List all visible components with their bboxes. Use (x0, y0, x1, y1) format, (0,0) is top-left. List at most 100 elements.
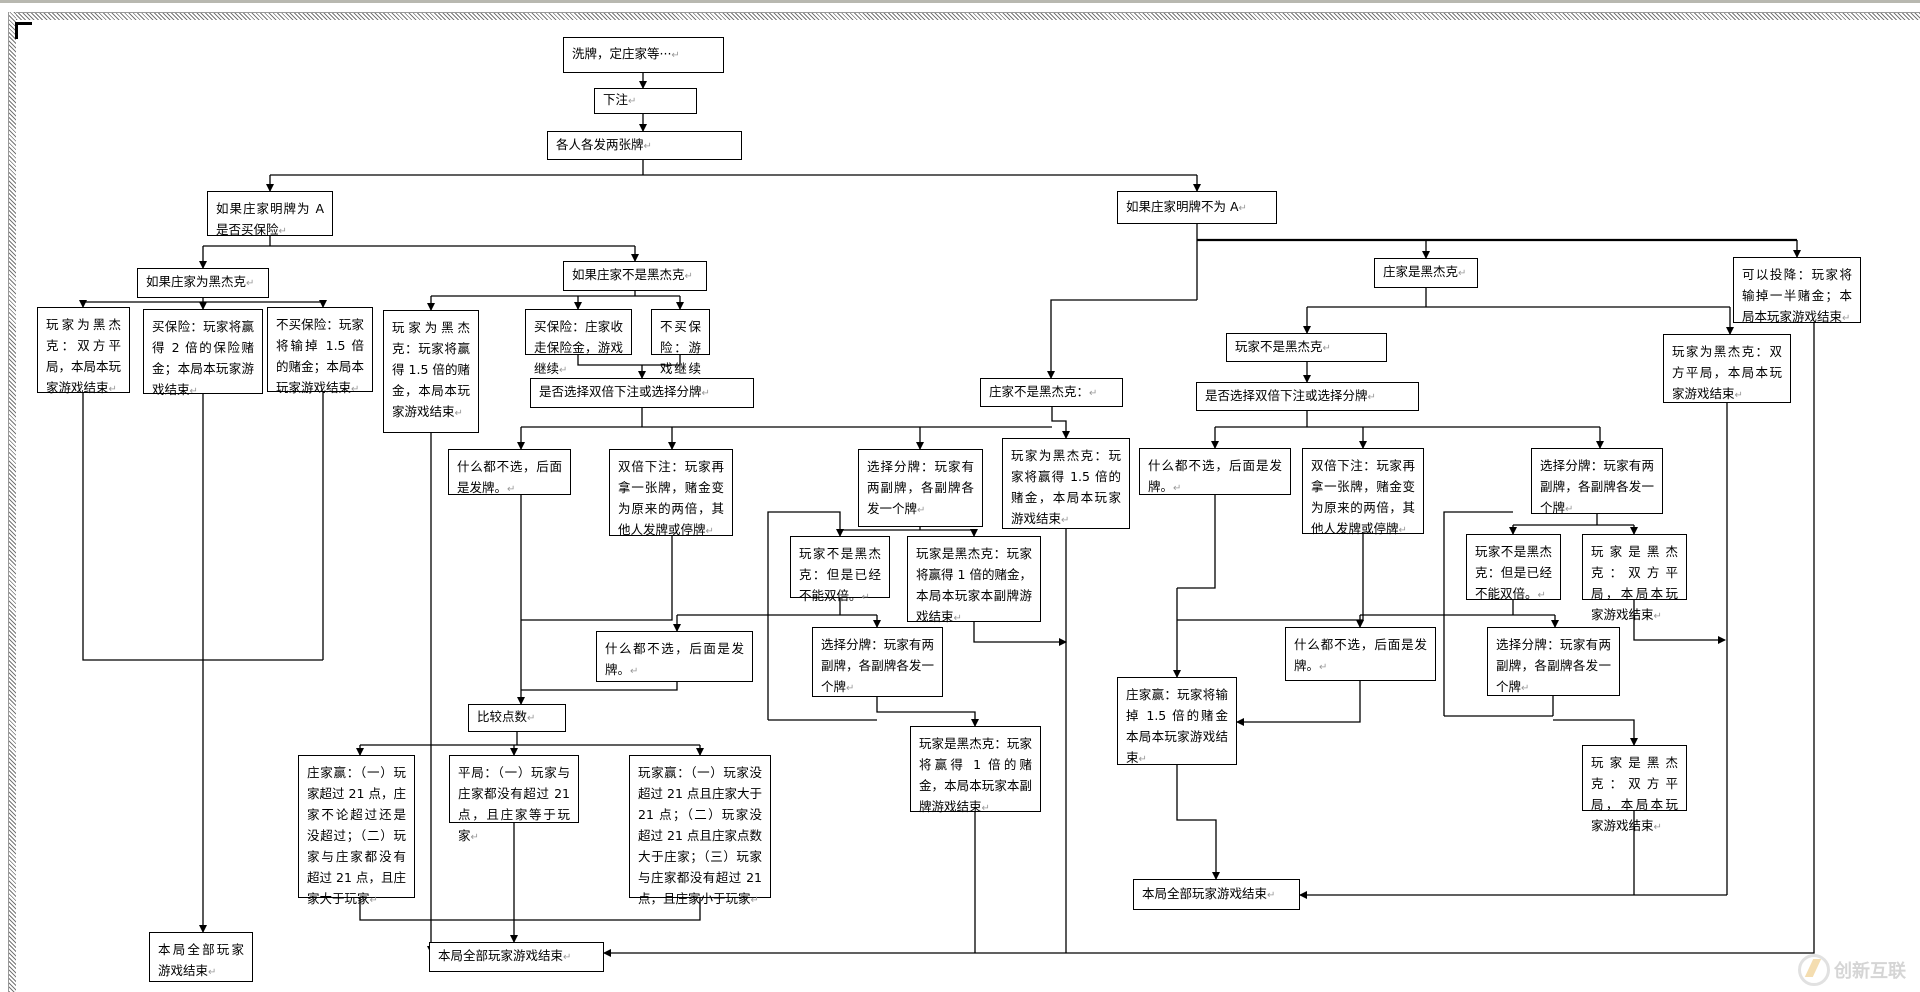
flow-node-text: 选择分牌：玩家有两副牌，各副牌各发一个牌 (821, 637, 934, 694)
flow-node-text: 不买保险：玩家将输掉 1.5 倍的赌金；本局本玩家游戏结束 (276, 317, 364, 395)
flow-node-surrender: 可以投降：玩家将输掉一半赌金；本局本玩家游戏结束 (1733, 257, 1861, 324)
flow-node-text: 选择分牌：玩家有两副牌，各副牌各发一个牌 (867, 459, 974, 516)
flow-node-dealer-bj: 如果庄家为黑杰克 (137, 268, 269, 298)
flow-node-no-insure-continue: 不买保险：游戏继续 (651, 309, 710, 397)
flow-node-text: 玩家不是黑杰克：但是已经不能双倍。 (1475, 544, 1552, 601)
connector-line (521, 682, 678, 691)
flow-node-text: 选择分牌：玩家有两副牌，各副牌各发一个牌 (1496, 637, 1611, 694)
flow-node-end-right: 本局全部玩家游戏结束 (1133, 879, 1300, 910)
connector-line (521, 536, 673, 621)
flow-node-bj-push-r2: 玩家是黑杰克：双方平局，本局本玩家游戏结束 (1582, 745, 1687, 833)
flow-node-split-r2: 选择分牌：玩家有两副牌，各副牌各发一个牌 (1487, 627, 1620, 696)
connector-arrow (973, 622, 1067, 646)
connector-arrow (876, 697, 979, 727)
flow-node-dealer-wins-r: 庄家赢：玩家将输掉 1.5 倍的赌金本局本玩家游戏结束 (1117, 677, 1237, 765)
flow-node-dealer-not-ace: 如果庄家明牌不为 A (1117, 191, 1277, 224)
flow-node-split-l2: 选择分牌：玩家有两副牌，各副牌各发一个牌 (812, 627, 943, 697)
flow-node-player-bj-win-a: 玩家为黑杰克：玩家将赢得 1.5 倍的赌金，本局本玩家游戏结束 (383, 310, 479, 433)
flow-node-no-insure-lose: 不买保险：玩家将输掉 1.5 倍的赌金；本局本玩家游戏结束 (267, 307, 373, 395)
connector-line (1443, 511, 1513, 716)
flow-node-bj-push-r1: 玩家是黑杰克：双方平局，本局本玩家游戏结束 (1582, 534, 1687, 622)
flow-node-dealer-not-bj-mid: 庄家不是黑杰克： (980, 378, 1123, 407)
flow-node-text: 是否选择双倍下注或选择分牌 (539, 384, 710, 402)
flow-node-bj-win1-l2: 玩家是黑杰克：玩家将赢得 1 倍的赌金，本局本玩家本副牌游戏结束 (910, 726, 1041, 814)
flow-node-text: 是否选择双倍下注或选择分牌 (1205, 388, 1376, 406)
logo-text: 创新互联 (1834, 961, 1906, 982)
watermark-logo: 创新互联 (1798, 954, 1906, 986)
flow-node-text: 买保险：玩家将赢得 2 倍的保险赌金；本局本玩家游戏结束 (152, 319, 254, 397)
connector-arrow (1051, 407, 1070, 439)
flow-node-text: 如果庄家明牌不为 A (1126, 199, 1247, 217)
flow-node-nothing-r2: 什么都不选，后面是发牌。 (1285, 627, 1436, 681)
flow-node-split-r1: 选择分牌：玩家有两副牌，各副牌各发一个牌 (1531, 448, 1663, 515)
connector-arrow (1047, 299, 1197, 379)
connector-line (577, 355, 681, 366)
flow-node-text: 玩家是黑杰克：玩家将赢得 1 倍的赌金，本局本玩家本副牌游戏结束 (916, 546, 1032, 624)
connector-arrow (767, 511, 844, 720)
flow-node-text: 庄家不是黑杰克： (989, 384, 1097, 402)
flow-node-text: 玩家为黑杰克：玩家将赢得 1.5 倍的赌金，本局本玩家游戏结束 (392, 320, 470, 419)
flow-node-shuffle: 洗牌，定庄家等··· (563, 37, 724, 73)
flow-node-text: 本局全部玩家游戏结束 (158, 942, 244, 978)
flow-node-dealer-is-bj: 庄家是黑杰克 (1374, 258, 1478, 288)
flow-node-nothing-r1: 什么都不选，后面是发牌。 (1139, 448, 1291, 495)
flow-node-text: 玩家是黑杰克：玩家将赢得 1 倍的赌金，本局本玩家本副牌游戏结束 (919, 736, 1032, 814)
flow-node-choose-right: 是否选择双倍下注或选择分牌 (1196, 382, 1419, 411)
connector-line (82, 393, 323, 661)
flow-node-push: 平局：（一）玩家与庄家都没有超过 21 点，且庄家等于玩家 (449, 755, 579, 843)
connector-line (1177, 534, 1364, 621)
flow-node-text: 什么都不选，后面是发牌。 (605, 641, 744, 677)
flow-node-deal-two: 各人各发两张牌 (547, 131, 742, 160)
flow-node-text: 如果庄家为黑杰克 (146, 274, 254, 292)
flow-node-end-left: 本局全部玩家游戏结束 (149, 932, 253, 982)
flow-node-double-l: 双倍下注：玩家再拿一张牌，赌金变为原来的两倍，其他人发牌或停牌 (609, 449, 733, 537)
flow-node-player-not-bj-r: 玩家不是黑杰克 (1226, 333, 1387, 362)
flow-node-text: 什么都不选，后面是发牌。 (1148, 458, 1282, 494)
flow-node-text: 庄家赢：玩家将输掉 1.5 倍的赌金本局本玩家游戏结束 (1126, 687, 1228, 765)
flow-node-text: 下注 (603, 92, 636, 110)
window-top-edge (0, 0, 1920, 3)
flow-node-text: 玩家不是黑杰克 (1235, 339, 1331, 357)
connector-arrow (1176, 765, 1220, 880)
flow-node-text: 本局全部玩家游戏结束 (438, 948, 571, 966)
connector-line (1177, 495, 1216, 589)
flow-node-text: 选择分牌：玩家有两副牌，各副牌各发一个牌 (1540, 458, 1654, 515)
connector-arrow (1236, 681, 1361, 726)
flow-node-not-bj-nodouble-l: 玩家不是黑杰克：但是已经不能双倍。 (790, 536, 890, 603)
flow-node-split-l1: 选择分牌：玩家有两副牌，各副牌各发一个牌 (858, 449, 983, 527)
page-corner-mark (15, 22, 32, 39)
flow-node-text: 玩家不是黑杰克：但是已经不能双倍。 (799, 546, 881, 603)
flow-node-bj-win1-l1: 玩家是黑杰克：玩家将赢得 1 倍的赌金，本局本玩家本副牌游戏结束 (907, 536, 1041, 624)
flow-node-player-bj-push-r: 玩家为黑杰克：双方平局，本局本玩家游戏结束 (1663, 334, 1791, 403)
flow-node-text: 玩家赢：（一）玩家没超过 21 点且庄家大于 21 点；（二）玩家没超过 21 … (638, 765, 762, 906)
flow-node-dealer-not-bj: 如果庄家不是黑杰克 (563, 261, 707, 291)
flow-node-nothing-l1: 什么都不选，后面是发牌。 (448, 449, 571, 495)
flow-node-text: 双倍下注：玩家再拿一张牌，赌金变为原来的两倍，其他人发牌或停牌 (618, 459, 724, 537)
flow-node-bet: 下注 (594, 88, 697, 114)
flow-node-text: 玩家为黑杰克：玩家将赢得 1.5 倍的赌金，本局本玩家游戏结束 (1011, 448, 1121, 526)
connector-arrow (1633, 600, 1726, 644)
flow-node-player-wins: 玩家赢：（一）玩家没超过 21 点且庄家大于 21 点；（二）玩家没超过 21 … (629, 755, 771, 906)
flow-node-text: 买保险：庄家收走保险金，游戏继续 (534, 319, 623, 376)
page-border-left (8, 12, 16, 992)
flow-node-end-mid: 本局全部玩家游戏结束 (429, 942, 604, 972)
connector-arrow (603, 323, 1815, 957)
connector-line (359, 898, 701, 921)
flow-node-text: 什么都不选，后面是发牌。 (1294, 637, 1427, 673)
flow-node-dealer-ace: 如果庄家明牌为 A 是否买保险 (207, 191, 333, 237)
flow-node-text: 什么都不选，后面是发牌。 (457, 459, 562, 495)
flow-node-double-r: 双倍下注：玩家再拿一张牌，赌金变为原来的两倍，其他人发牌或停牌 (1302, 448, 1424, 536)
flow-node-text: 可以投降：玩家将输掉一半赌金；本局本玩家游戏结束 (1742, 267, 1852, 324)
flow-node-compare: 比较点数 (468, 704, 566, 732)
flow-node-text: 玩家为黑杰克：双方平局，本局本玩家游戏结束 (46, 317, 121, 395)
flow-node-text: 本局全部玩家游戏结束 (1142, 886, 1275, 904)
flow-node-nothing-l2: 什么都不选，后面是发牌。 (596, 631, 753, 682)
flow-node-player-bj-push: 玩家为黑杰克：双方平局，本局本玩家游戏结束 (37, 307, 130, 395)
flow-node-text: 庄家是黑杰克 (1383, 264, 1466, 282)
page-border-top (8, 12, 1920, 20)
flow-node-text: 各人各发两张牌 (556, 137, 652, 155)
flow-node-choose-left: 是否选择双倍下注或选择分牌 (530, 378, 754, 408)
flow-node-player-bj-win-b: 玩家为黑杰克：玩家将赢得 1.5 倍的赌金，本局本玩家游戏结束 (1002, 438, 1130, 529)
flow-node-text: 玩家为黑杰克：双方平局，本局本玩家游戏结束 (1672, 344, 1782, 401)
